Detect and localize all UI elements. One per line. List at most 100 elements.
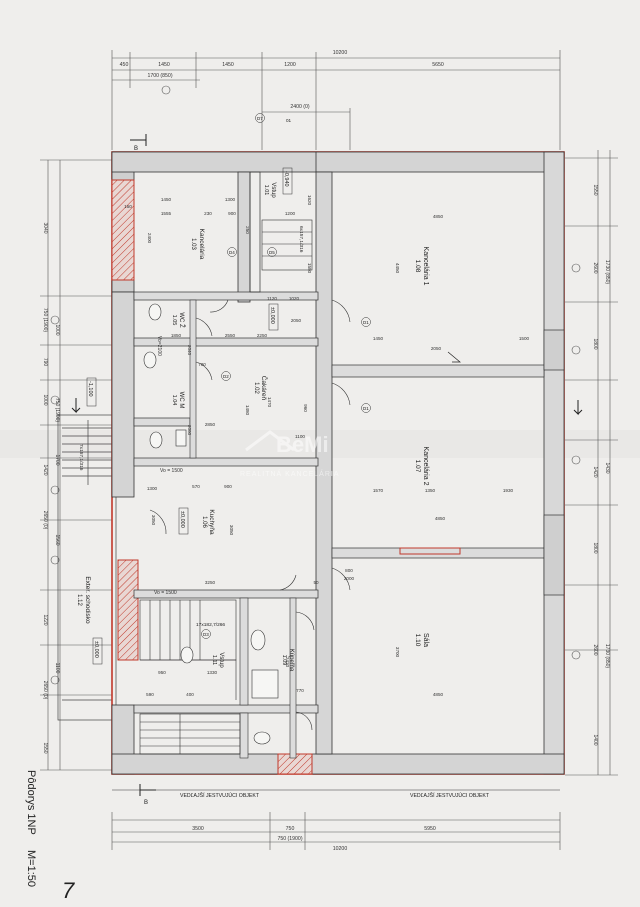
svg-text:150: 150 bbox=[124, 204, 132, 209]
svg-text:1200: 1200 bbox=[285, 211, 296, 216]
room-name-r109: Kúpeľňa bbox=[288, 649, 294, 672]
wc-window-label: Vo=2100 bbox=[156, 336, 162, 356]
shower-icon bbox=[251, 669, 279, 699]
room-labels: Kancelária 1.03 Vstup 1.01 WC Ž 1.05 WC … bbox=[76, 182, 429, 672]
axis-bubbles bbox=[50, 85, 581, 685]
room-number-r112: 1.12 bbox=[76, 594, 82, 606]
dim-bottom-1: 750 bbox=[286, 826, 295, 832]
toilet-icon bbox=[253, 731, 271, 745]
room-name-r101: Vstup bbox=[270, 182, 276, 198]
svg-text:570: 570 bbox=[192, 484, 200, 489]
svg-text:1330: 1330 bbox=[207, 670, 218, 675]
agency-watermark: BeMi REALITNÁ KANCELÁRIA bbox=[240, 430, 340, 478]
room-name-r111: Vstup bbox=[218, 652, 224, 668]
exterior-stair bbox=[57, 414, 117, 721]
toilet-icon bbox=[149, 431, 163, 449]
svg-text:250: 250 bbox=[245, 226, 250, 234]
stair-inner-caption: 17x182,7/266 bbox=[196, 622, 225, 628]
svg-text:D4: D4 bbox=[229, 250, 235, 255]
vo-label-2: Vo = 1500 bbox=[154, 590, 177, 596]
toilet-icon bbox=[143, 351, 157, 369]
svg-text:1000: 1000 bbox=[54, 324, 60, 335]
dim-top-3: 1200 bbox=[284, 62, 296, 68]
svg-text:2650 (0): 2650 (0) bbox=[42, 511, 48, 530]
svg-text:790: 790 bbox=[42, 358, 48, 367]
dimension-texts-right: 1550 1730 (850) 2600 1800 1430 1420 1800… bbox=[592, 184, 610, 745]
level-minus: -0,940 bbox=[283, 171, 289, 187]
svg-text:1620: 1620 bbox=[307, 195, 312, 206]
svg-text:1550: 1550 bbox=[592, 184, 598, 195]
svg-text:750 (1900): 750 (1900) bbox=[54, 398, 60, 423]
svg-text:2400: 2400 bbox=[147, 233, 152, 244]
room-name-r103: Kancelária bbox=[198, 229, 205, 260]
level-zero-1: ±0,000 bbox=[269, 307, 275, 324]
svg-text:1500: 1500 bbox=[519, 336, 530, 341]
svg-text:3050: 3050 bbox=[229, 525, 234, 536]
room-name-r112: Exter. schodisko bbox=[84, 576, 91, 624]
inner-stairs bbox=[139, 219, 313, 755]
stair-main-caption: 7x157,1/316 bbox=[78, 444, 84, 471]
sink-icon bbox=[250, 629, 266, 651]
svg-text:2600: 2600 bbox=[592, 644, 598, 655]
svg-text:1700: 1700 bbox=[54, 454, 60, 465]
svg-text:1220: 1220 bbox=[42, 614, 48, 625]
svg-text:960: 960 bbox=[303, 404, 308, 412]
dim-bottom-0: 3500 bbox=[192, 826, 204, 832]
plan-title-block: Pôdorys 1NP M=1:50 7 bbox=[25, 770, 75, 903]
svg-text:1350: 1350 bbox=[425, 488, 436, 493]
dim-top-2: 1450 bbox=[222, 62, 234, 68]
svg-text:1100: 1100 bbox=[54, 663, 60, 674]
level-marks: -1,100 -0,940 ±0,000 ±0,000 ±0,000 7x157… bbox=[78, 118, 304, 665]
room-number-r111: 1.11 bbox=[211, 655, 217, 665]
svg-text:1470: 1470 bbox=[267, 397, 272, 408]
toilet-icon bbox=[180, 646, 194, 664]
svg-text:1570: 1570 bbox=[373, 488, 384, 493]
dim-top-0: 450 bbox=[120, 62, 129, 68]
room-number-r107: 1.07 bbox=[414, 460, 421, 473]
room-number-r110: 1.10 bbox=[414, 634, 421, 647]
watermark-subtitle: REALITNÁ KANCELÁRIA bbox=[240, 469, 340, 478]
section-mark-bottom: B bbox=[144, 800, 148, 806]
neighbour-labels: VEDĽAJŠÍ JESTVUJÚCI OBJEKT VEDĽAJŠÍ JEST… bbox=[112, 789, 560, 799]
svg-text:2050: 2050 bbox=[291, 318, 302, 323]
room-number-r109: 1.09 bbox=[281, 655, 287, 666]
handwritten-mark: 7 bbox=[62, 878, 75, 902]
svg-text:900: 900 bbox=[224, 484, 232, 489]
dim-top-2400: 2400 (0) bbox=[290, 104, 310, 110]
svg-text:D2: D2 bbox=[223, 374, 229, 379]
svg-text:1800: 1800 bbox=[592, 542, 598, 553]
svg-text:D7: D7 bbox=[257, 116, 263, 121]
svg-text:2600: 2600 bbox=[592, 262, 598, 273]
svg-text:1850: 1850 bbox=[171, 333, 182, 338]
dim-top-4: 5650 bbox=[432, 62, 444, 68]
section-mark-top: B bbox=[134, 146, 138, 152]
room-number-r102: 1.02 bbox=[253, 382, 259, 394]
svg-text:1730 (850): 1730 (850) bbox=[604, 644, 610, 669]
room-name-r106: Kuchyňa bbox=[208, 509, 215, 535]
svg-text:1430: 1430 bbox=[604, 462, 610, 473]
door-swings bbox=[149, 299, 351, 731]
svg-text:590: 590 bbox=[146, 692, 154, 697]
dim-bottom-sub: 750 (1900) bbox=[277, 836, 302, 842]
svg-text:1120: 1120 bbox=[267, 296, 277, 301]
inner-dimension-texts: 4850 4850 4850 4450 1450 2050 1500 1350 … bbox=[124, 195, 529, 697]
svg-text:1300: 1300 bbox=[225, 197, 236, 202]
svg-text:2250: 2250 bbox=[257, 333, 268, 338]
svg-text:1560: 1560 bbox=[54, 534, 60, 545]
level-zero-2: ±0,000 bbox=[179, 511, 185, 528]
svg-text:2550: 2550 bbox=[225, 333, 236, 338]
svg-text:1930: 1930 bbox=[503, 488, 514, 493]
dim-bottom-2: 5950 bbox=[424, 826, 436, 832]
vo-label-1: Vo = 1500 bbox=[160, 468, 183, 474]
level-entrance: -1,100 bbox=[87, 381, 93, 397]
svg-text:400: 400 bbox=[186, 692, 194, 697]
svg-text:1450: 1450 bbox=[161, 197, 172, 202]
dim-top-1: 1450 bbox=[158, 62, 170, 68]
neighbour-label-right: VEDĽAJŠÍ JESTVUJÚCI OBJEKT bbox=[410, 792, 490, 799]
room-number-r108: 1.08 bbox=[414, 260, 421, 273]
door-codes: D1 D1 D2 D3 D4 D5 D7 bbox=[201, 113, 371, 639]
svg-text:D3: D3 bbox=[203, 632, 209, 637]
svg-text:950: 950 bbox=[158, 670, 166, 675]
room-name-r105: WC M bbox=[178, 392, 184, 409]
